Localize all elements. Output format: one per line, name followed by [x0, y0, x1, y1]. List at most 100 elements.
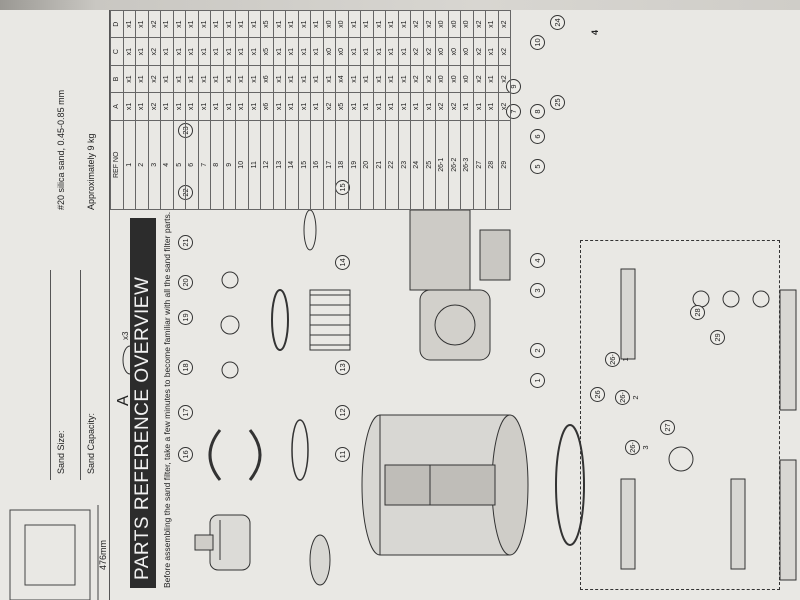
table-cell: x6	[260, 65, 273, 93]
table-cell: 9	[223, 120, 236, 210]
table-cell: x1	[273, 65, 286, 93]
table-header-cell: B	[110, 65, 123, 93]
table-cell: 16	[310, 120, 323, 210]
table-cell: x1	[398, 92, 411, 121]
table-cell: x1	[298, 37, 311, 66]
table-cell: 27	[473, 120, 486, 210]
table-cell: x1	[135, 92, 148, 121]
table-cell: x1	[160, 10, 173, 38]
callout-29: 29	[710, 330, 725, 345]
table-cell: x1	[248, 37, 261, 66]
sand-size-label: Sand Size:	[56, 430, 66, 474]
table-cell: x5	[260, 10, 273, 38]
table-cell: x1	[298, 10, 311, 38]
table-cell: x0	[435, 37, 448, 66]
table-cell: x2	[323, 92, 336, 121]
callout-16: 16	[178, 447, 193, 462]
table-cell: x1	[123, 92, 136, 121]
table-cell: x2	[410, 10, 423, 38]
table-cell: x1	[310, 10, 323, 38]
callout-26-2: 26-2	[615, 390, 640, 405]
pump-motor	[409, 209, 511, 361]
table-header-cell: C	[110, 37, 123, 66]
table-cell: x1	[485, 65, 498, 93]
table-cell: x2	[410, 37, 423, 66]
table-cell: x1	[310, 92, 323, 121]
table-cell: x1	[285, 92, 298, 121]
callout-12: 12	[335, 405, 350, 420]
table-cell: x0	[460, 65, 473, 93]
parts-exploded-drawing	[194, 209, 585, 586]
table-cell: 11	[248, 120, 261, 210]
table-cell: x1	[348, 65, 361, 93]
table-cell: 12	[260, 120, 273, 210]
table-cell: x1	[385, 37, 398, 66]
table-cell: x1	[185, 37, 198, 66]
table-cell: x4	[335, 65, 348, 93]
callout-27: 27	[660, 420, 675, 435]
table-cell: x1	[210, 37, 223, 66]
table-cell: 13	[273, 120, 286, 210]
table-cell: x1	[135, 10, 148, 38]
sand-capacity-value: Approximately 9 kg	[86, 133, 96, 210]
table-cell: 17	[323, 120, 336, 210]
spec-divider	[50, 270, 51, 480]
table-cell: x1	[460, 92, 473, 121]
table-cell: x1	[235, 37, 248, 66]
table-cell: x1	[373, 92, 386, 121]
table-cell: x1	[348, 37, 361, 66]
table-cell: x1	[410, 92, 423, 121]
callout-14: 14	[335, 255, 350, 270]
table-cell: x1	[235, 10, 248, 38]
table-cell: 5	[173, 120, 186, 210]
table-cell: x1	[398, 37, 411, 66]
table-cell: x0	[323, 10, 336, 38]
table-cell: x1	[173, 37, 186, 66]
callout-26-3: 26-3	[625, 440, 650, 455]
table-cell: 22	[385, 120, 398, 210]
table-cell: x1	[235, 92, 248, 121]
table-cell: x1	[285, 10, 298, 38]
table-cell: x1	[123, 37, 136, 66]
table-cell: 29	[498, 120, 511, 210]
table-cell: x1	[285, 65, 298, 93]
table-cell: x1	[273, 10, 286, 38]
filter-dimension-drawing	[9, 505, 99, 600]
callout-24: 24	[550, 15, 565, 30]
callout-8: 8	[530, 104, 545, 119]
table-cell: x1	[385, 92, 398, 121]
table-cell: x1	[173, 10, 186, 38]
table-cell: 20	[360, 120, 373, 210]
callout-3: 3	[530, 283, 545, 298]
table-cell: x1	[360, 65, 373, 93]
table-cell: x1	[373, 37, 386, 66]
table-cell: x1	[135, 37, 148, 66]
section-title: PARTS REFERENCE OVERVIEW	[130, 218, 156, 588]
table-cell: x2	[148, 65, 161, 93]
table-cell: x0	[448, 65, 461, 93]
table-cell: x2	[423, 65, 436, 93]
table-cell: x1	[198, 65, 211, 93]
table-cell: 23	[398, 120, 411, 210]
table-cell: x1	[198, 37, 211, 66]
table-cell: x1	[348, 92, 361, 121]
spec-divider	[80, 270, 81, 480]
table-cell: x1	[285, 37, 298, 66]
callout-20: 20	[178, 275, 193, 290]
table-cell: 7	[198, 120, 211, 210]
